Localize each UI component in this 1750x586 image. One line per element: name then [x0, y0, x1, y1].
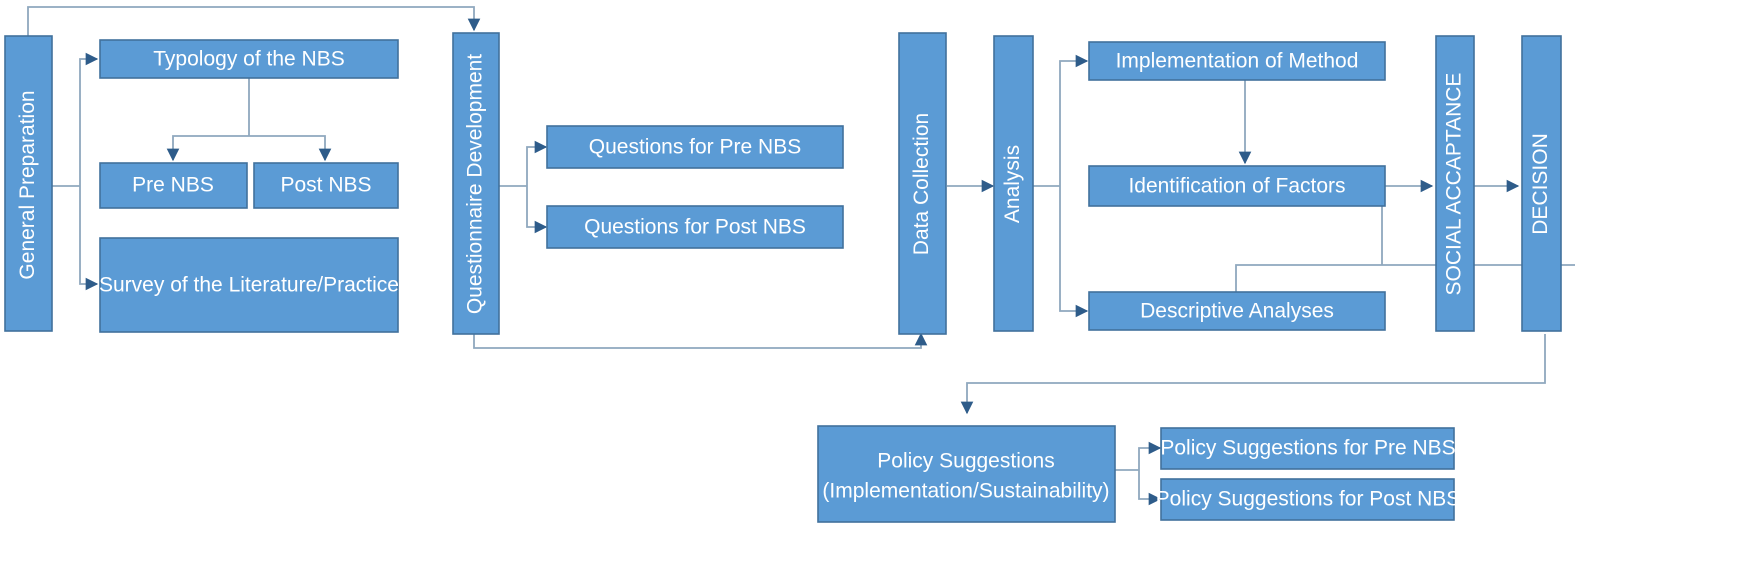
- stage-analysis-label: Analysis: [1001, 145, 1024, 223]
- connector-analysis-to-implementation: [1059, 54, 1089, 186]
- connector-policy-to-pre-nbs: [1138, 441, 1162, 470]
- stage-general-preparation-label: General Preparation: [16, 90, 39, 279]
- connector-typology-to-post-nbs: [249, 135, 332, 162]
- node-questions-for-post-nbs-box[interactable]: [546, 205, 844, 249]
- node-descriptive-analyses-label: Descriptive Analyses: [1140, 300, 1334, 323]
- stage-questionnaire-development-label: Questionnaire Development: [464, 54, 487, 314]
- node-implementation-of-method-label: Implementation of Method: [1116, 50, 1359, 73]
- node-identification-of-factors[interactable]: Identification of Factors: [1088, 165, 1386, 207]
- stage-data-collection-label: Data Collection: [910, 113, 933, 255]
- connector-typology-to-pre-nbs: [166, 135, 249, 162]
- stage-social-acceptance-box[interactable]: [1435, 35, 1475, 332]
- node-typology-of-the-nbs-box[interactable]: [99, 39, 399, 79]
- node-identification-of-factors-label: Identification of Factors: [1128, 175, 1345, 198]
- node-questions-for-post-nbs[interactable]: Questions for Post NBS: [546, 205, 844, 249]
- node-post-nbs[interactable]: Post NBS: [253, 162, 399, 209]
- node-policy-suggestions-post-nbs-label: Policy Suggestions for Post NBS: [1156, 488, 1461, 511]
- node-typology-of-the-nbs-label: Typology of the NBS: [153, 48, 344, 71]
- node-policy-suggestions-box[interactable]: [817, 425, 1116, 523]
- node-policy-suggestions-pre-nbs[interactable]: Policy Suggestions for Pre NBS: [1160, 427, 1456, 470]
- node-questions-for-post-nbs-label: Questions for Post NBS: [584, 216, 806, 239]
- stage-decision-label: DECISION: [1529, 133, 1552, 235]
- stage-questionnaire-development[interactable]: Questionnaire Development: [452, 32, 500, 335]
- stage-data-collection[interactable]: Data Collection: [898, 32, 947, 335]
- node-descriptive-analyses[interactable]: Descriptive Analyses: [1088, 291, 1386, 331]
- node-policy-suggestions-label-line1: Policy Suggestions: [877, 450, 1054, 473]
- stage-decision[interactable]: DECISION: [1521, 35, 1562, 332]
- node-policy-suggestions-pre-nbs-box[interactable]: [1160, 427, 1455, 470]
- node-survey-of-the-literature-practice-box[interactable]: [99, 237, 399, 333]
- stage-social-acceptance[interactable]: SOCIAL ACCAPTANCE: [1435, 35, 1475, 332]
- connector-genprep-branch-up: [79, 52, 99, 186]
- connector-decision-to-policy-suggestions: [960, 334, 1546, 415]
- node-questions-for-pre-nbs-box[interactable]: [546, 125, 844, 169]
- node-survey-of-the-literature-practice[interactable]: Survey of the Literature/Practice: [99, 237, 399, 333]
- stage-social-acceptance-label: SOCIAL ACCAPTANCE: [1443, 73, 1466, 296]
- node-policy-suggestions-pre-nbs-label: Policy Suggestions for Pre NBS: [1160, 437, 1455, 460]
- node-survey-of-the-literature-practice-label: Survey of the Literature/Practice: [99, 274, 399, 297]
- node-policy-suggestions-post-nbs-box[interactable]: [1160, 478, 1455, 521]
- stage-analysis-box[interactable]: [993, 35, 1034, 332]
- stage-data-collection-box[interactable]: [898, 32, 947, 335]
- connector-analysis-to-descriptive: [1059, 186, 1089, 318]
- connector-questionnaire-to-data-collection: [473, 332, 928, 349]
- node-identification-of-factors-box[interactable]: [1088, 165, 1386, 207]
- node-pre-nbs-label: Pre NBS: [132, 174, 214, 197]
- node-implementation-of-method[interactable]: Implementation of Method: [1088, 41, 1386, 81]
- connector-policy-to-post-nbs: [1138, 470, 1162, 506]
- node-descriptive-analyses-box[interactable]: [1088, 291, 1386, 331]
- node-post-nbs-label: Post NBS: [280, 174, 371, 197]
- stage-general-preparation[interactable]: General Preparation: [4, 35, 53, 332]
- connector-questionnaire-to-post-questions: [526, 186, 548, 234]
- stage-questionnaire-development-box[interactable]: [452, 32, 500, 335]
- connector-genprep-branch-down: [79, 186, 99, 291]
- node-questions-for-pre-nbs[interactable]: Questions for Pre NBS: [546, 125, 844, 169]
- node-implementation-of-method-box[interactable]: [1088, 41, 1386, 81]
- node-questions-for-pre-nbs-label: Questions for Pre NBS: [589, 136, 801, 159]
- connector-genprep-to-questionnaire: [27, 6, 481, 36]
- node-policy-suggestions[interactable]: Policy Suggestions (Implementation/Susta…: [817, 425, 1116, 523]
- connector-questionnaire-to-pre-questions: [526, 140, 548, 186]
- node-pre-nbs[interactable]: Pre NBS: [99, 162, 248, 209]
- node-post-nbs-box[interactable]: [253, 162, 399, 209]
- node-pre-nbs-box[interactable]: [99, 162, 248, 209]
- stage-decision-box[interactable]: [1521, 35, 1562, 332]
- node-policy-suggestions-post-nbs[interactable]: Policy Suggestions for Post NBS: [1156, 478, 1461, 521]
- node-typology-of-the-nbs[interactable]: Typology of the NBS: [99, 39, 399, 79]
- stage-analysis[interactable]: Analysis: [993, 35, 1034, 332]
- node-policy-suggestions-label-line2: (Implementation/Sustainability): [822, 480, 1109, 503]
- stage-general-preparation-box[interactable]: [4, 35, 53, 332]
